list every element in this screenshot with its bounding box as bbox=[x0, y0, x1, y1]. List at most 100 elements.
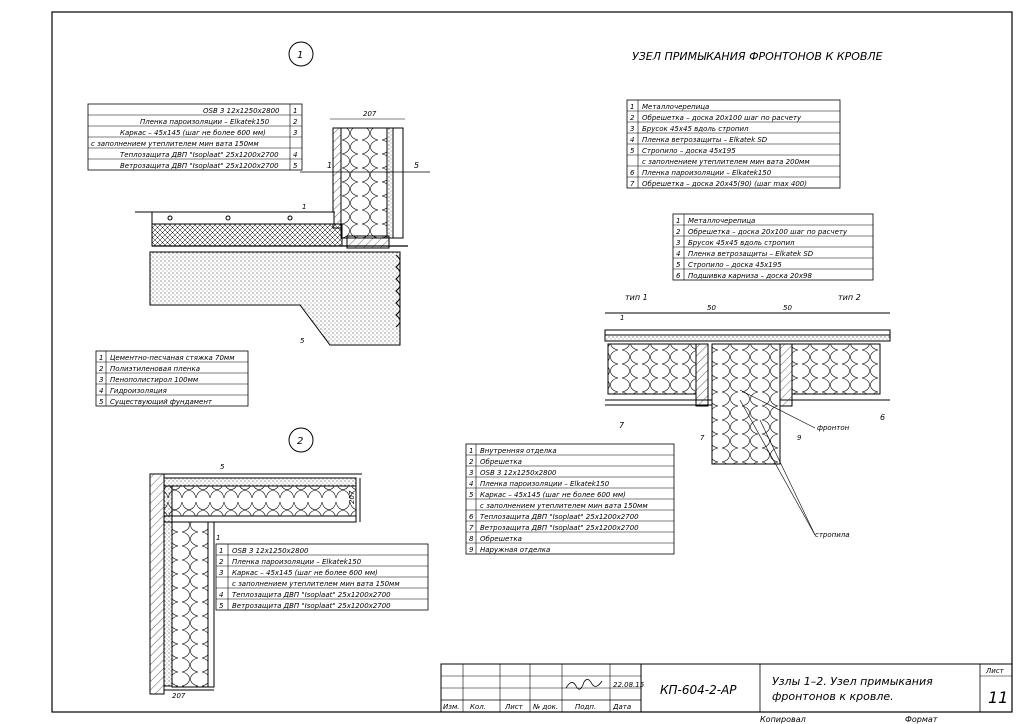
section-type-1: тип 1 bbox=[625, 293, 648, 302]
node2-callout-5: 5 bbox=[220, 463, 225, 471]
wl-row-5: Каркас – 45x145 (шаг не более 600 мм) bbox=[480, 491, 626, 499]
wl-num-7: 6 bbox=[469, 513, 474, 521]
n1w-row-3: Каркас – 45x145 (шаг не более 600 мм) bbox=[120, 129, 266, 137]
node2-dim-top: 207 bbox=[348, 490, 356, 504]
stamp-date: 22.08.15 bbox=[613, 681, 645, 689]
wl-row-3: OSB 3 12x1250x2800 bbox=[480, 469, 557, 477]
node2-legend: 1 OSB 3 12x1250x2800 2 Пленка пароизоляц… bbox=[215, 543, 429, 611]
stamp-col-doc: № док. bbox=[532, 703, 558, 711]
node1-legend-wall: OSB 3 12x1250x2800 1 Пленка пароизоляции… bbox=[87, 103, 303, 171]
r2-row-4: Пленка ветрозащиты – Elkatek SD bbox=[688, 250, 814, 258]
n1w-row-4: с заполнением утеплителем мин вата 150мм bbox=[91, 140, 259, 148]
wl-num-8: 7 bbox=[469, 524, 474, 532]
stamp-col-list: Лист bbox=[504, 703, 524, 711]
wl-num-4: 4 bbox=[469, 480, 473, 488]
title-block: 22.08.15 Изм. Кол. Лист № док. Подп. Дат… bbox=[440, 663, 1013, 724]
wl-row-4: Пленка пароизоляции – Elkatek150 bbox=[480, 480, 610, 488]
r2-num-2: 2 bbox=[676, 228, 681, 236]
n1w-row-2-num: 2 bbox=[293, 118, 298, 126]
wl-num-9: 8 bbox=[469, 535, 474, 543]
n2-num-3: 3 bbox=[219, 569, 223, 577]
n1f-row-5: Существующий фундамент bbox=[110, 398, 213, 406]
wl-row-7: Теплозащита ДВП "Isoplaat" 25x1200x2700 bbox=[480, 513, 639, 521]
r1-row-1: Металлочерепица bbox=[642, 103, 709, 111]
node1-legend-floor: 1 Цементно-песчаная стяжка 70мм 2 Полиэт… bbox=[95, 350, 249, 407]
n2-num-5: 4 bbox=[219, 591, 223, 599]
n1f-row-1: Цементно-песчаная стяжка 70мм bbox=[110, 354, 235, 362]
wl-row-8: Ветрозащита ДВП "Isoplaat" 25x1200x2700 bbox=[480, 524, 639, 532]
wl-row-10: Наружная отделка bbox=[480, 546, 550, 554]
stamp-col-izm: Изм. bbox=[443, 703, 459, 711]
r2-num-4: 4 bbox=[676, 250, 680, 258]
wl-num-5: 5 bbox=[469, 491, 474, 499]
r1-row-2: Обрешетка – доска 20x100 шаг по расчету bbox=[642, 114, 802, 122]
node2-callout-1: 1 bbox=[216, 534, 220, 542]
node-2-marker bbox=[288, 427, 314, 453]
r1-num-1: 1 bbox=[630, 103, 634, 111]
stamp-sheet-number: 11 bbox=[988, 688, 1008, 707]
n1f-num-2: 2 bbox=[99, 365, 104, 373]
r1-row-5: Стропило – доска 45x195 bbox=[642, 147, 736, 155]
signature-mark bbox=[565, 679, 603, 690]
node-1-number: 1 bbox=[297, 50, 303, 61]
r2-row-1: Металлочерепица bbox=[688, 217, 755, 225]
node-2-number: 2 bbox=[297, 436, 303, 447]
r1-row-3: Брусок 45x45 вдоль стропил bbox=[642, 125, 749, 133]
wl-row-2: Обрешетка bbox=[480, 458, 522, 466]
section-callout-9: 9 bbox=[797, 434, 802, 442]
r1-row-6: с заполнением утеплителем мин вата 200мм bbox=[642, 158, 810, 166]
r2-row-2: Обрешетка – доска 20x100 шаг по расчету bbox=[688, 228, 848, 236]
n1f-num-5: 5 bbox=[99, 398, 104, 406]
node1-callout-1b: 1 bbox=[302, 203, 306, 211]
r2-row-5: Стропило – доска 45x195 bbox=[688, 261, 782, 269]
n2-num-2: 2 bbox=[219, 558, 224, 566]
r2-row-6: Подшивка карниза – доска 20x98 bbox=[688, 272, 812, 280]
n2-row-2: Пленка пароизоляции – Elkatek150 bbox=[232, 558, 362, 566]
node2-detail: 5 207 207 1 bbox=[149, 463, 362, 700]
section-dim-1: 50 bbox=[707, 304, 716, 312]
n1w-row-6-num: 5 bbox=[293, 162, 298, 170]
n2-row-5: Теплозащита ДВП "Isoplaat" 25x1200x2700 bbox=[232, 591, 391, 599]
roof-legend-2: 1 Металлочерепица 2 Обрешетка – доска 20… bbox=[672, 213, 874, 281]
n2-row-6: Ветрозащита ДВП "Isoplaat" 25x1200x2700 bbox=[232, 602, 391, 610]
r2-num-3: 3 bbox=[676, 239, 680, 247]
roof-section-detail: тип 1 тип 2 50 50 1 7 6 7 9 фронтон стро… bbox=[604, 293, 891, 539]
r1-num-7: 6 bbox=[630, 169, 635, 177]
stamp-desc-1: Узлы 1–2. Узел примыкания bbox=[772, 675, 933, 688]
section-callout-1: 1 bbox=[620, 314, 624, 322]
r1-row-4: Пленка ветрозащиты – Elkatek SD bbox=[642, 136, 768, 144]
wl-row-6: с заполнением утеплителем мин вата 150мм bbox=[480, 502, 648, 510]
r2-row-3: Брусок 45x45 вдоль стропил bbox=[688, 239, 795, 247]
r2-num-5: 5 bbox=[676, 261, 681, 269]
label-fronton: фронтон bbox=[817, 424, 850, 432]
stamp-format: Формат bbox=[905, 715, 938, 724]
section-callout-7b: 7 bbox=[700, 434, 705, 442]
n2-row-3: Каркас – 45x145 (шаг не более 600 мм) bbox=[232, 569, 378, 577]
n1f-row-3: Пенополистирол 100мм bbox=[110, 376, 199, 384]
node-1-marker bbox=[288, 41, 314, 67]
n1w-row-1-num: 1 bbox=[293, 107, 297, 115]
wl-row-1: Внутренняя отделка bbox=[480, 447, 557, 455]
n1f-row-4: Гидроизоляция bbox=[110, 387, 167, 395]
wl-num-1: 1 bbox=[469, 447, 473, 455]
n1w-row-1: OSB 3 12x1250x2800 bbox=[203, 107, 280, 115]
n2-num-1: 1 bbox=[219, 547, 223, 555]
r1-num-5: 5 bbox=[630, 147, 635, 155]
roof-legend-1: 1 Металлочерепица 2 Обрешетка – доска 20… bbox=[626, 99, 841, 189]
section-callout-7: 7 bbox=[619, 421, 625, 430]
wl-num-3: 3 bbox=[469, 469, 473, 477]
section-callout-6: 6 bbox=[880, 413, 885, 422]
wall-legend: 1 Внутренняя отделка 2 Обрешетка 3 OSB 3… bbox=[465, 443, 675, 555]
r1-row-7: Пленка пароизоляции – Elkatek150 bbox=[642, 169, 772, 177]
n1f-num-4: 4 bbox=[99, 387, 103, 395]
n2-num-6: 5 bbox=[219, 602, 224, 610]
n2-row-4: с заполнением утеплителем мин вата 150мм bbox=[232, 580, 400, 588]
n1w-row-3-num: 3 bbox=[293, 129, 297, 137]
n1w-row-5: Теплозащита ДВП "Isoplaat" 25x1200x2700 bbox=[120, 151, 279, 159]
r1-row-8: Обрешетка – доска 20x45(90) (шаг max 400… bbox=[642, 180, 807, 188]
node1-callout-1: 1 bbox=[327, 161, 332, 170]
node2-dim-bottom: 207 bbox=[172, 692, 186, 700]
stamp-col-podp: Подп. bbox=[575, 703, 596, 711]
n1f-num-3: 3 bbox=[99, 376, 103, 384]
